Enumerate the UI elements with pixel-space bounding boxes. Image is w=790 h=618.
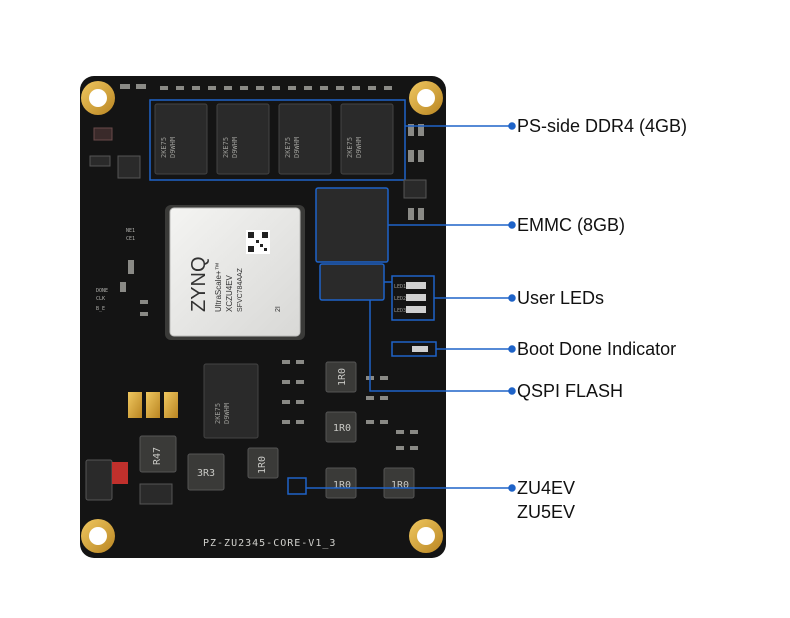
- svg-text:2KE75: 2KE75: [284, 137, 292, 158]
- svg-text:1R0: 1R0: [333, 480, 351, 491]
- svg-text:CE1: CE1: [126, 236, 135, 242]
- svg-text:SFVC784AAZ: SFVC784AAZ: [237, 267, 244, 312]
- svg-text:3R3: 3R3: [197, 468, 215, 479]
- right-passives: [403, 124, 427, 220]
- callout-zu4ev: ZU4EV: [517, 478, 576, 498]
- svg-text:1R0: 1R0: [257, 456, 268, 474]
- user-led-labels: LED1 LED2 LED3: [394, 284, 406, 314]
- svg-text:LED2: LED2: [394, 296, 406, 302]
- board-silkscreen-name: PZ-ZU2345-CORE-V1_3: [203, 538, 336, 549]
- mounting-holes: [81, 81, 443, 553]
- svg-text:B_E: B_E: [96, 306, 105, 312]
- svg-text:DONE: DONE: [96, 288, 108, 294]
- callout-ddr4: PS-side DDR4 (4GB): [517, 116, 688, 136]
- svg-text:2I: 2I: [275, 306, 282, 312]
- svg-text:D9WHM: D9WHM: [223, 403, 231, 424]
- zu-region-bracket: [287, 477, 307, 495]
- svg-text:LED1: LED1: [394, 284, 406, 290]
- dip-switch: [85, 459, 173, 505]
- callout-user-leds: User LEDs: [517, 288, 605, 308]
- callout-zu5ev: ZU5EV: [517, 502, 576, 522]
- callout-boot-done: Boot Done Indicator: [517, 339, 677, 359]
- boot-done-led: [412, 346, 428, 352]
- emmc-chip: [315, 187, 389, 263]
- ddr-bottom-chip: [203, 363, 259, 439]
- svg-text:UltraScale+™: UltraScale+™: [214, 262, 223, 312]
- callout-lines: [306, 122, 516, 492]
- qspi-flash-chip: [319, 263, 385, 301]
- svg-text:1R0: 1R0: [337, 368, 348, 386]
- svg-text:2KE75: 2KE75: [346, 137, 354, 158]
- svg-text:NE1: NE1: [126, 228, 135, 234]
- svg-text:2KE75: 2KE75: [222, 137, 230, 158]
- tantalum-capacitors: [128, 392, 178, 418]
- left-ics: [89, 127, 141, 179]
- svg-text:D9WHM: D9WHM: [231, 137, 239, 158]
- ddr4-bracket: [149, 99, 406, 181]
- power-inductors: [139, 361, 415, 499]
- soc-qr-code: [246, 230, 270, 254]
- ddr4-chips: [154, 103, 394, 175]
- soc-markings: ZYNQ UltraScale+™ XCZU4EV SFVC784AAZ 2I: [188, 256, 282, 312]
- svg-text:CLK: CLK: [96, 296, 105, 302]
- callout-qspi-flash: QSPI FLASH: [517, 381, 624, 401]
- svg-text:D9WHM: D9WHM: [355, 137, 363, 158]
- callout-emmc: EMMC (8GB): [517, 215, 625, 235]
- svg-text:2KE75: 2KE75: [160, 137, 168, 158]
- small-passives: [120, 260, 418, 450]
- ddr4-markings: 2KE75 D9WHM 2KE75 D9WHM 2KE75 D9WHM 2KE7…: [160, 137, 363, 158]
- svg-text:R47: R47: [152, 447, 163, 465]
- svg-text:1R0: 1R0: [391, 480, 409, 491]
- user-leds: [406, 282, 426, 313]
- svg-text:ZYNQ: ZYNQ: [188, 256, 210, 312]
- svg-text:XCZU4EV: XCZU4EV: [225, 274, 234, 312]
- svg-text:D9WHM: D9WHM: [169, 137, 177, 158]
- top-components: [120, 84, 392, 90]
- left-silkscreen-labels: DONE CLK NE1 CE1 B_E: [96, 228, 135, 312]
- svg-text:1R0: 1R0: [333, 423, 351, 434]
- svg-text:D9WHM: D9WHM: [293, 137, 301, 158]
- svg-text:LED3: LED3: [394, 308, 406, 314]
- svg-text:2KE75: 2KE75: [214, 403, 222, 424]
- ddr-bottom-marking: 2KE75 D9WHM: [214, 403, 231, 424]
- inductor-labels: R47 3R3 1R0 1R0 1R0 1R0 1R0: [152, 368, 409, 491]
